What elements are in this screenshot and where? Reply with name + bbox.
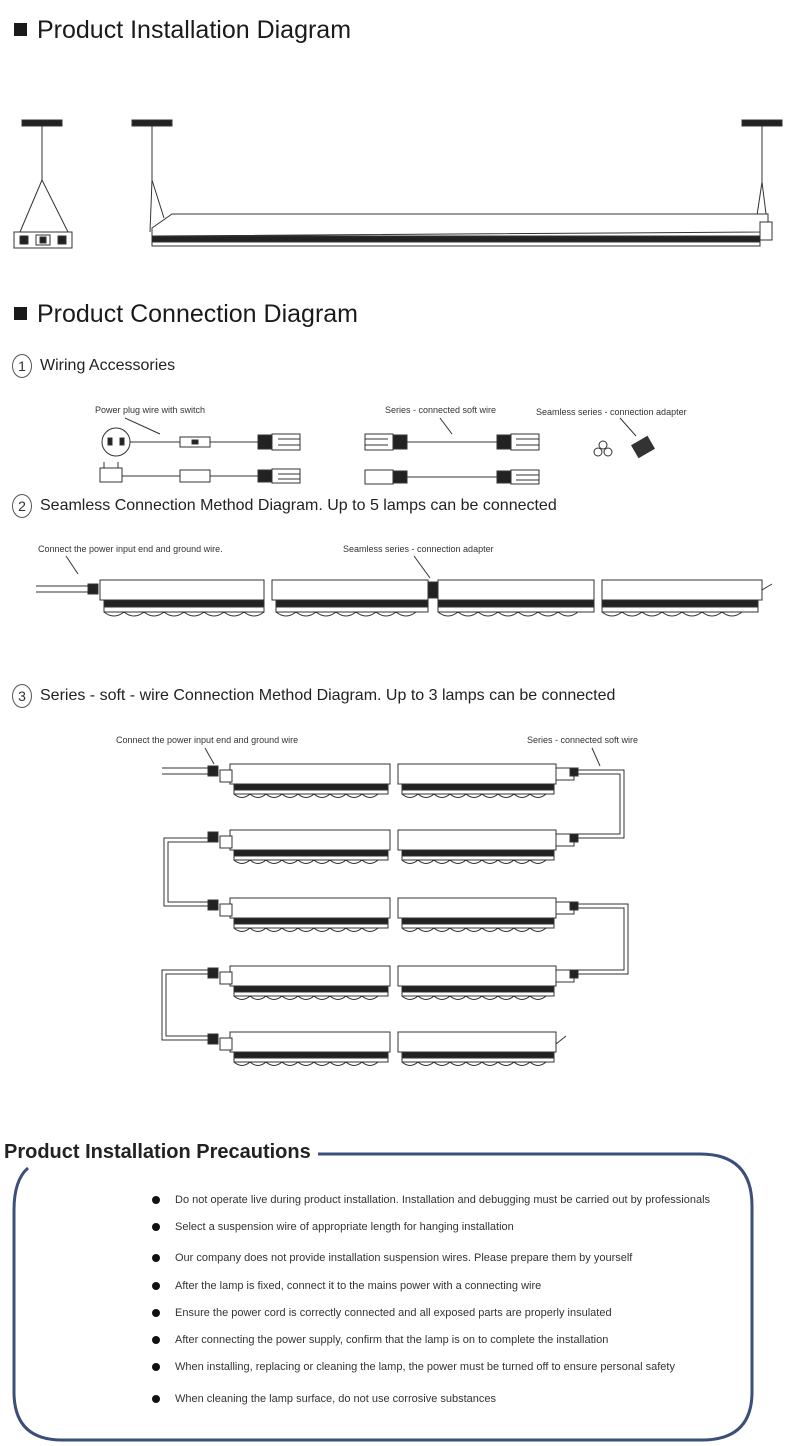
lamp-wave — [233, 927, 379, 932]
end-cap — [219, 835, 233, 849]
power-plug-caption: Power plug wire with switch — [95, 405, 206, 415]
connector — [207, 967, 219, 979]
step-label: Wiring Accessories — [40, 357, 176, 374]
step-number: 3 — [12, 684, 32, 708]
bullet-icon — [152, 1395, 160, 1403]
lamp-base — [401, 1057, 555, 1063]
connector — [569, 901, 579, 911]
lamp-wave — [233, 793, 379, 798]
list-item: When installing, replacing or cleaning t… — [152, 1361, 675, 1373]
lamp-base — [401, 855, 555, 861]
lamp-base — [233, 923, 389, 929]
connection-title: Product Connection Diagram — [37, 300, 358, 328]
end-cap — [219, 1037, 233, 1051]
end-cap — [555, 1035, 567, 1045]
lamp-wave — [401, 1061, 547, 1066]
precautions-title: Product Installation Precautions — [4, 1141, 313, 1164]
step-label: Seamless Connection Method Diagram. Up t… — [40, 497, 557, 514]
lamp-base — [401, 923, 555, 929]
connector — [207, 765, 219, 777]
seamless-adapter-caption: Seamless series - connection adapter — [343, 544, 494, 554]
list-item: Our company does not provide installatio… — [152, 1252, 632, 1264]
end-cap — [219, 971, 233, 985]
series-power-caption: Connect the power input end and ground w… — [116, 735, 299, 745]
bullet-icon — [152, 1196, 160, 1204]
accessories-diagram — [99, 417, 655, 485]
list-item: When cleaning the lamp surface, do not u… — [152, 1393, 496, 1405]
step-2-heading: 2 Seamless Connection Method Diagram. Up… — [12, 494, 557, 518]
connector — [207, 831, 219, 843]
square-bullet-icon — [14, 307, 27, 320]
lamp-wave — [233, 1061, 379, 1066]
lamp-wave — [401, 927, 547, 932]
bullet-icon — [152, 1223, 160, 1231]
lamp-base — [233, 855, 389, 861]
series-diagram — [161, 747, 629, 1066]
adapter-caption: Seamless series - connection adapter — [536, 407, 687, 417]
list-item: Ensure the power cord is correctly conne… — [152, 1307, 612, 1319]
lamp-base — [233, 1057, 389, 1063]
installation-title: Product Installation Diagram — [37, 16, 352, 44]
bullet-icon — [152, 1282, 160, 1290]
step-3-heading: 3 Series - soft - wire Connection Method… — [12, 684, 615, 708]
lamp-wave — [233, 859, 379, 864]
lamp-base — [401, 789, 555, 795]
step-number: 1 — [12, 354, 32, 378]
bullet-icon — [152, 1309, 160, 1317]
bullet-icon — [152, 1254, 160, 1262]
connector — [207, 1033, 219, 1045]
end-cap — [219, 903, 233, 917]
bullet-icon — [152, 1336, 160, 1344]
step-1-heading: 1 Wiring Accessories — [12, 354, 175, 378]
bullet-icon — [152, 1363, 160, 1371]
end-cap — [219, 769, 233, 783]
lamp-base — [401, 991, 555, 997]
lamp-base — [233, 991, 389, 997]
seamless-power-caption: Connect the power input end and ground w… — [38, 544, 223, 554]
lamp-wave — [401, 793, 547, 798]
installation-heading: Product Installation Diagram — [14, 16, 351, 45]
lamp-base — [233, 789, 389, 795]
series-wire-caption: Series - connected soft wire — [527, 735, 639, 745]
square-bullet-icon — [14, 23, 27, 36]
list-item: Do not operate live during product insta… — [152, 1194, 710, 1206]
connector — [569, 833, 579, 843]
list-item: After connecting the power supply, confi… — [152, 1334, 608, 1346]
step-label: Series - soft - wire Connection Method D… — [40, 687, 616, 704]
connector — [569, 969, 579, 979]
connector — [569, 767, 579, 777]
step-number: 2 — [12, 494, 32, 518]
connector — [207, 899, 219, 911]
lamp-wave — [233, 995, 379, 1000]
soft-wire-caption: Series - connected soft wire — [385, 405, 497, 415]
list-item: After the lamp is fixed, connect it to t… — [152, 1280, 541, 1292]
connection-heading: Product Connection Diagram — [14, 300, 358, 329]
lamp-wave — [401, 995, 547, 1000]
seamless-diagram — [36, 555, 773, 617]
lamp-wave — [401, 859, 547, 864]
installation-diagram — [13, 119, 783, 249]
list-item: Select a suspension wire of appropriate … — [152, 1221, 514, 1233]
